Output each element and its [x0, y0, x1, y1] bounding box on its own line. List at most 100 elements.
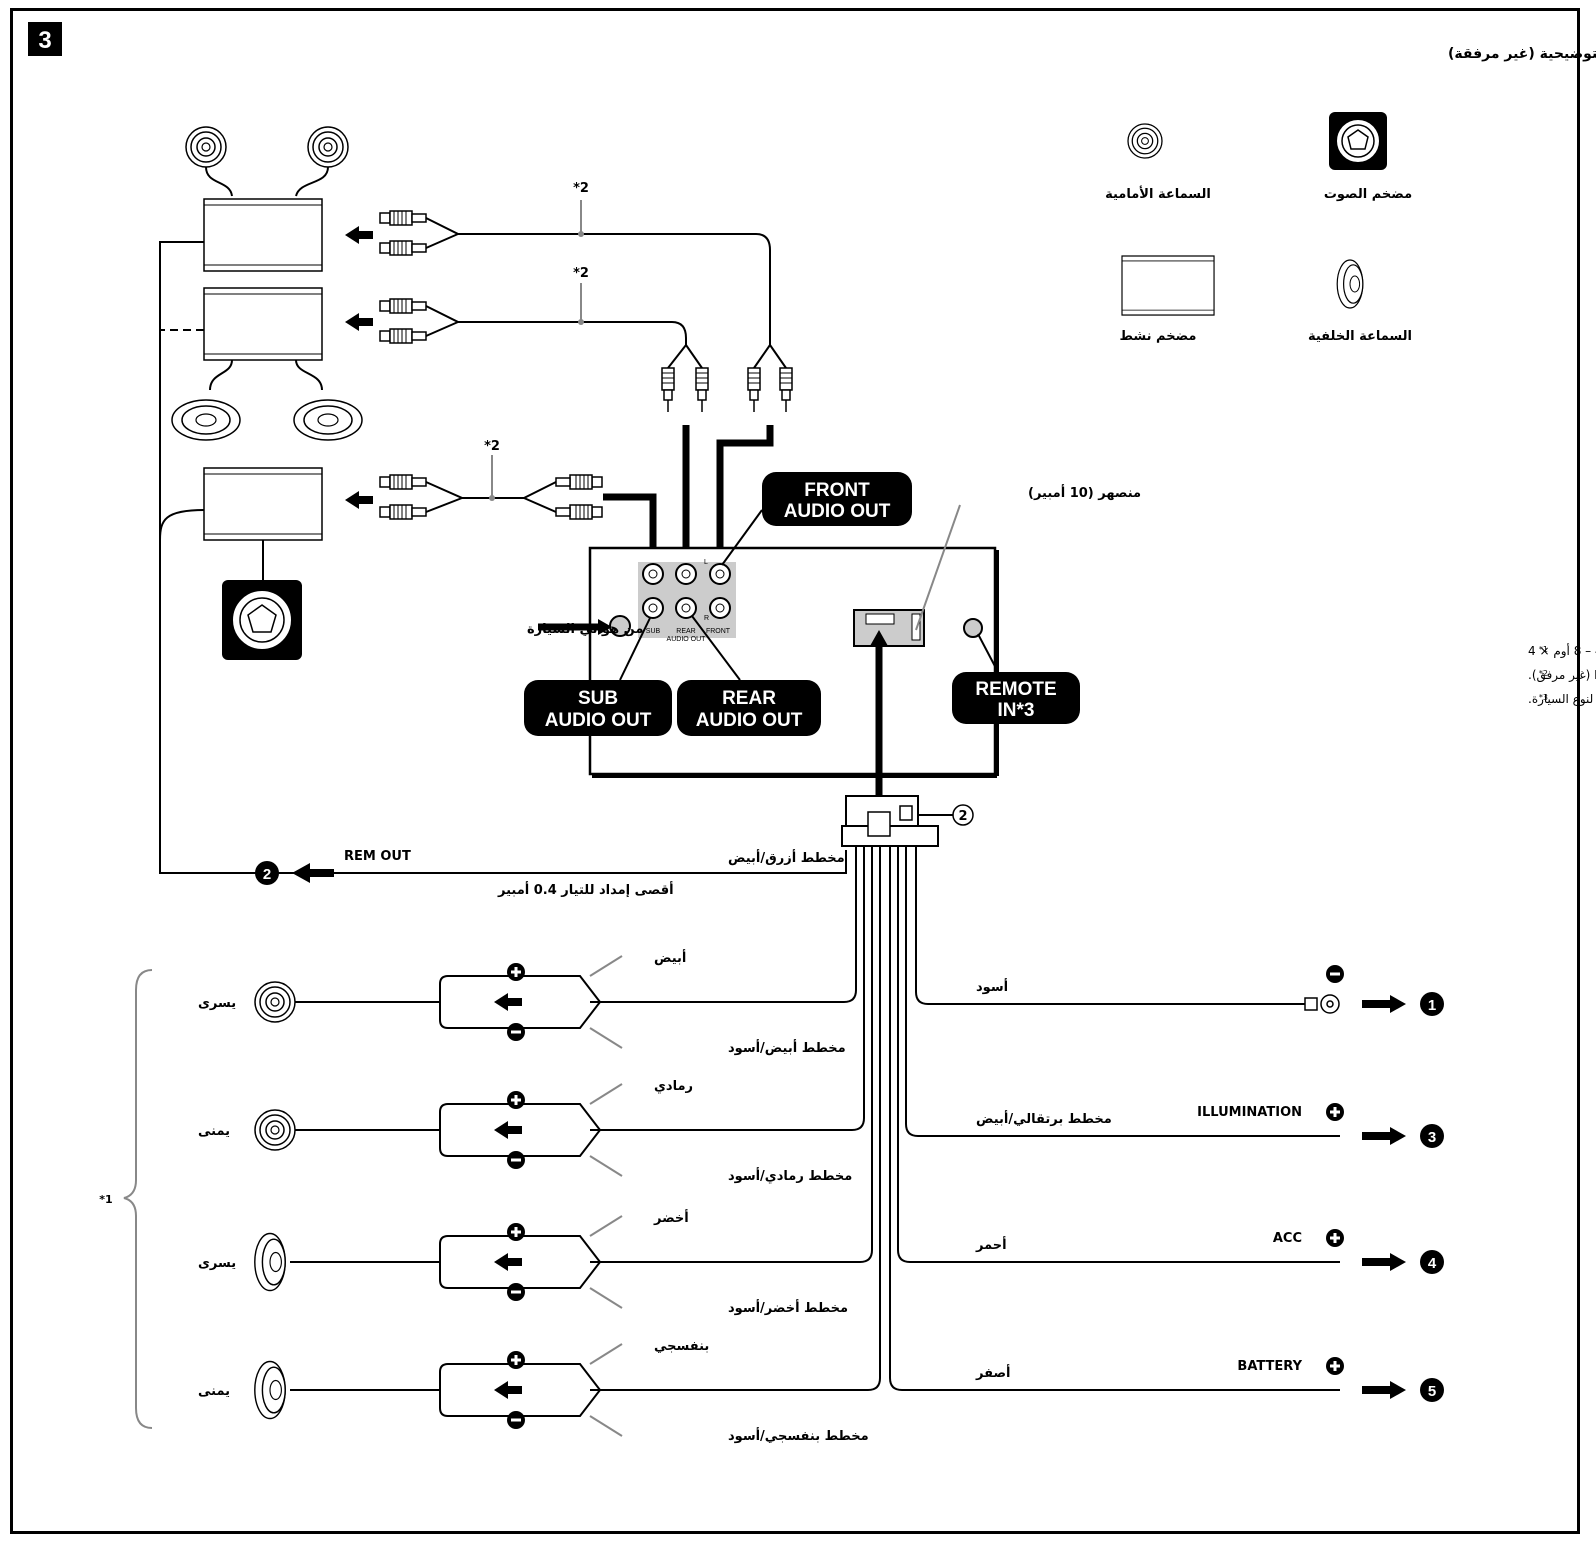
direction-arrow-icon	[1362, 1381, 1406, 1399]
direction-arrow-icon	[1362, 995, 1406, 1013]
sub-amp	[203, 467, 323, 541]
rear-amp	[203, 287, 323, 361]
harness-connector	[841, 795, 955, 847]
power-ref: 4	[1428, 1255, 1437, 1272]
legend-front-speaker-label: السماعة الأمامية	[1105, 185, 1211, 202]
rear-speaker-icon	[254, 1232, 286, 1292]
sub-audio-out-badge	[524, 680, 672, 736]
svg-text:2: 2	[958, 809, 967, 824]
rca-cable-rear	[379, 283, 687, 345]
positive-icon	[1326, 1103, 1344, 1121]
speaker-neg-wire: مخطط أخضر/أسود	[728, 1299, 848, 1316]
speaker-brace	[123, 969, 153, 1429]
negative-icon	[507, 1411, 525, 1429]
remote-in-line1: REMOTE	[975, 679, 1056, 700]
figure-number-box	[28, 22, 62, 56]
rca-mark-rear: *2	[573, 266, 589, 281]
speaker-group-mark: *1	[99, 1193, 112, 1206]
power-ref-circle	[1420, 1124, 1444, 1148]
remote-in-line2: IN*3	[998, 700, 1035, 721]
rca-mark-sub: *2	[484, 439, 500, 454]
harness-wires	[590, 846, 1340, 1391]
note-mark-1: *1	[1539, 645, 1548, 654]
legend-subwoofer-icon	[1329, 112, 1387, 170]
remote-jack	[963, 618, 983, 638]
rem-out-arrow	[292, 863, 334, 883]
power-label: ACC	[1273, 1231, 1302, 1246]
rear-amp-input-arrow	[345, 313, 373, 331]
sub-amp-input-arrow	[345, 491, 373, 509]
sub-audio-out-line2: AUDIO OUT	[545, 710, 652, 731]
jack-l-label: L	[704, 559, 708, 566]
front-tweeters	[185, 126, 349, 197]
front-speaker-icon	[254, 981, 296, 1023]
rem-out-ref-circle	[255, 861, 279, 885]
power-wire-color: أسود	[976, 978, 1008, 995]
rca-mark-front: *2	[573, 181, 589, 196]
rem-out-max: أقصى إمداد للتيار 0.4 أمبير	[497, 881, 674, 898]
rem-out-wire: مخطط أزرق/أبيض	[728, 849, 845, 866]
front-speaker-icon	[254, 1109, 296, 1151]
power-ref-circle	[1420, 1250, 1444, 1274]
rca-plugs-rear-vertical	[661, 344, 709, 413]
legend-title: أجهزة مستخدمة في الأشكال التوضيحية (غير …	[1448, 44, 1596, 62]
power-ref: 1	[1428, 997, 1436, 1014]
figure-number: 3	[38, 27, 51, 54]
direction-arrow-icon	[494, 993, 522, 1011]
front-amp-input-arrow	[345, 226, 373, 244]
speaker-neg-wire: مخطط أبيض/أسود	[728, 1039, 846, 1056]
speaker-pos-wire: رمادي	[654, 1079, 693, 1094]
positive-icon	[507, 1091, 525, 1109]
legend-amp-icon	[1121, 255, 1215, 316]
connector-ref-2: 2	[952, 804, 974, 826]
legend-front-speaker-icon	[1127, 123, 1163, 159]
rca-jacks	[642, 563, 731, 619]
power-ref: 3	[1428, 1129, 1436, 1146]
direction-arrow-icon	[1362, 1253, 1406, 1271]
power-wire-color: أحمر	[975, 1236, 1007, 1253]
speaker-pos-wire: أبيض	[654, 949, 686, 966]
power-label: ILLUMINATION	[1197, 1105, 1302, 1120]
front-audio-out-line1: FRONT	[804, 480, 870, 501]
speaker-side-label: يمنى	[198, 1384, 230, 1399]
jack-audio-out-label: AUDIO OUT	[667, 636, 707, 643]
power-label: BATTERY	[1237, 1359, 1302, 1374]
direction-arrow-icon	[1362, 1127, 1406, 1145]
rca-cable-front	[379, 200, 771, 345]
negative-icon	[1326, 965, 1344, 983]
speaker-neg-wire: مخطط بنفسجي/أسود	[728, 1427, 869, 1444]
legend-subwoofer-label: مضخم الصوت	[1324, 187, 1412, 202]
speaker-side-label: يمنى	[198, 1124, 230, 1139]
front-audio-out-line2: AUDIO OUT	[784, 501, 891, 522]
note-2: سلك دبوسي RCA (غير مرفق).	[1528, 668, 1596, 683]
negative-icon	[507, 1283, 525, 1301]
rca-cable-sub	[379, 455, 603, 520]
legend-amp-label: مضخم نشط	[1120, 329, 1197, 344]
legend-rear-speaker-label: السماعة الخلفية	[1308, 329, 1412, 344]
head-unit: SUB REAR FRONT AUDIO OUT L R	[588, 546, 999, 778]
front-amp	[203, 198, 323, 272]
positive-icon	[507, 1223, 525, 1241]
speaker-neg-wire: مخطط رمادي/أسود	[728, 1167, 852, 1184]
ground-terminal	[1304, 994, 1340, 1014]
diagram-frame	[10, 8, 1580, 1534]
negative-icon	[507, 1151, 525, 1169]
speaker-pos-wire: بنفسجي	[654, 1339, 709, 1354]
positive-icon	[1326, 1229, 1344, 1247]
direction-arrow-icon	[494, 1253, 522, 1271]
power-ref: 5	[1428, 1383, 1436, 1400]
power-ref-circle	[1420, 1378, 1444, 1402]
power-output-4: أحمر ACC 4	[975, 1229, 1444, 1274]
rear-speakers	[171, 359, 363, 441]
jack-rear-label: REAR	[676, 628, 695, 635]
speaker-side-label: يسرى	[198, 1256, 236, 1271]
speaker-output-2: رمادي مخطط رمادي/أسود يمنى	[198, 1079, 852, 1184]
jack-front-label: FRONT	[706, 628, 731, 635]
rem-out-ref: 2	[263, 866, 271, 883]
fuse-label: منصهر (10 أمبير)	[1028, 484, 1141, 501]
negative-icon	[507, 1023, 525, 1041]
rear-audio-out-line1: REAR	[722, 688, 776, 709]
